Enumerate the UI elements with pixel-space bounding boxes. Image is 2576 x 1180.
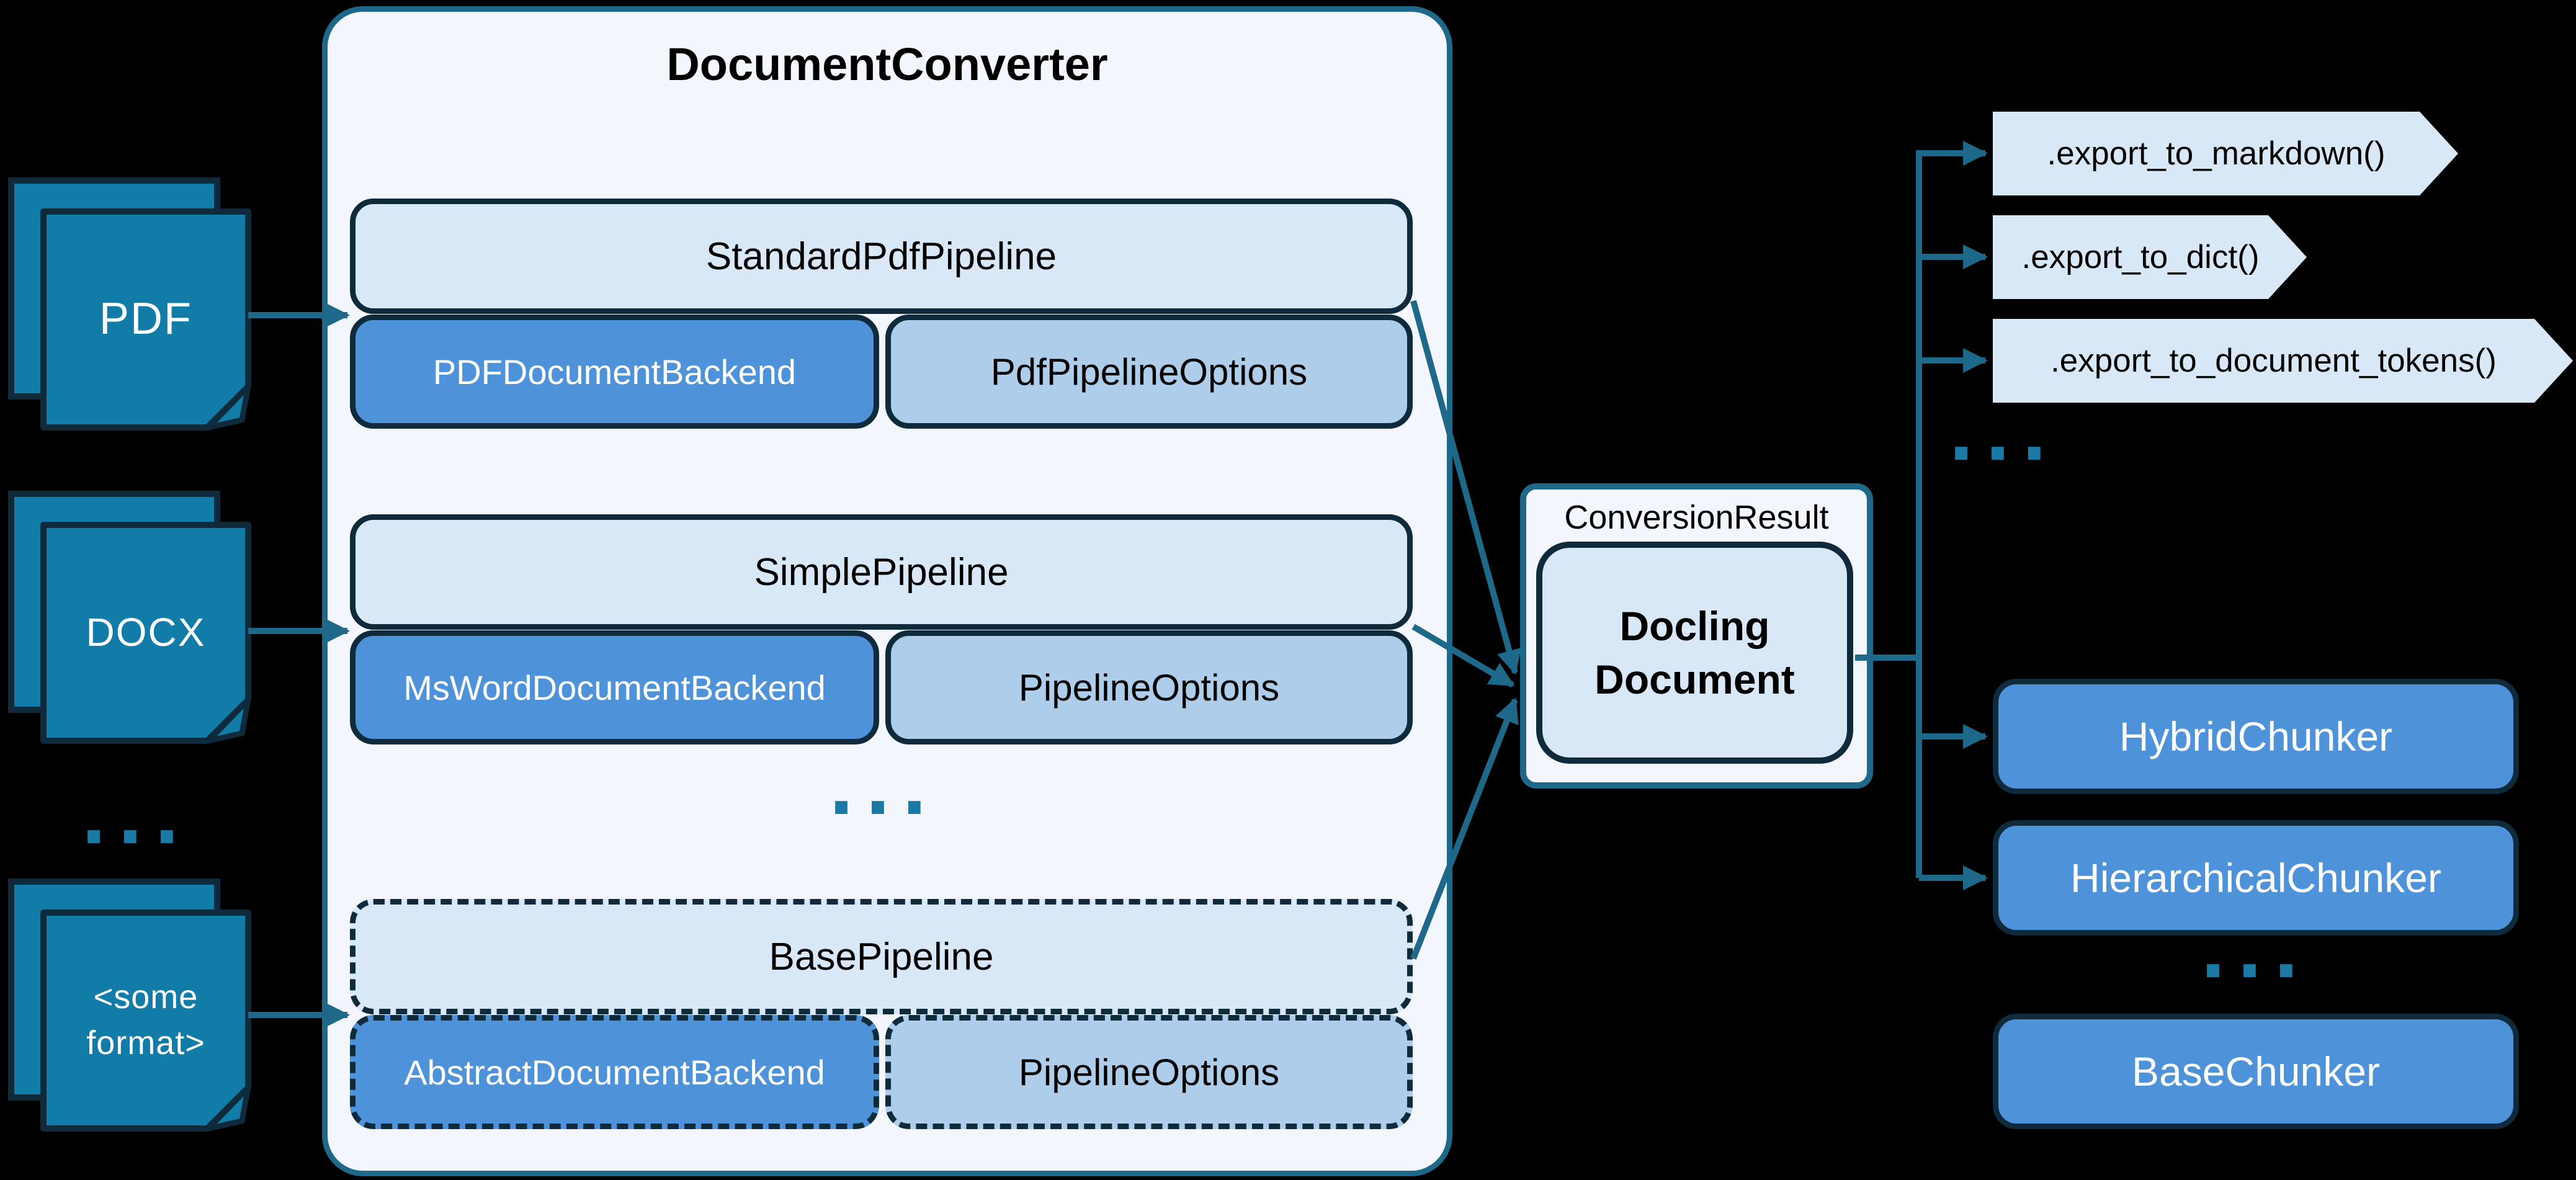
export-label: .export_to_dict() xyxy=(2021,239,2260,275)
chunker-box-hybridchunker: HybridChunker xyxy=(1993,679,2519,794)
options-label: PipelineOptions xyxy=(1018,1051,1280,1093)
chunkers-ellipsis: ... xyxy=(2201,898,2311,996)
options-label: PdfPipelineOptions xyxy=(990,351,1308,393)
pipeline-box-standardpdfpipeline: StandardPdfPipeline xyxy=(350,199,1413,314)
input-doc-someformat: <some format> xyxy=(6,878,267,1145)
pipeline-label: SimplePipeline xyxy=(754,550,1009,594)
backend-box-abstractdocumentbackend: AbstractDocumentBackend xyxy=(350,1015,879,1129)
pipeline-box-basepipeline: BasePipeline xyxy=(350,899,1413,1014)
input-doc-pdf-label: PDF xyxy=(99,294,192,344)
input-doc-docx: DOCX xyxy=(6,490,267,757)
backend-box-pdfdocumentbackend: PDFDocumentBackend xyxy=(350,315,879,429)
chunker-box-hierarchicalchunker: HierarchicalChunker xyxy=(1993,820,2519,936)
export-flag-document-tokens: .export_to_document_tokens() xyxy=(1993,319,2573,403)
docling-document-line1: Docling xyxy=(1619,603,1770,649)
chunker-box-basechunker: BaseChunker xyxy=(1993,1014,2519,1129)
document-stack-icon xyxy=(8,177,251,431)
chunker-label: BaseChunker xyxy=(2132,1048,2380,1094)
input-doc-someformat-line2: format> xyxy=(86,1024,205,1062)
pipeline-label: StandardPdfPipeline xyxy=(705,235,1057,278)
chunker-label: HierarchicalChunker xyxy=(2070,855,2441,901)
docling-document-box: Docling Document xyxy=(1536,542,1853,764)
options-box-pipelineoptions-base: PipelineOptions xyxy=(885,1015,1413,1129)
options-box-pdfpipelineoptions: PdfPipelineOptions xyxy=(885,315,1413,429)
pipelines-ellipsis: ... xyxy=(829,735,939,833)
export-flag-dict: .export_to_dict() xyxy=(1993,215,2307,299)
exports-ellipsis: ... xyxy=(1949,381,2059,478)
options-label: PipelineOptions xyxy=(1018,666,1280,708)
input-doc-docx-label: DOCX xyxy=(86,610,206,655)
input-doc-someformat-line1: <some xyxy=(93,978,199,1016)
input-doc-pdf: PDF xyxy=(6,177,267,444)
pipeline-box-simplepipeline: SimplePipeline xyxy=(350,514,1413,630)
export-label: .export_to_markdown() xyxy=(2047,135,2386,172)
inputs-ellipsis: ... xyxy=(81,764,192,862)
pipeline-label: BasePipeline xyxy=(769,935,994,978)
chunker-label: HybridChunker xyxy=(2119,713,2393,759)
backend-label: MsWordDocumentBackend xyxy=(403,668,826,707)
conversion-result-panel: ConversionResult Docling Document xyxy=(1520,483,1873,789)
options-box-pipelineoptions: PipelineOptions xyxy=(885,630,1413,744)
document-converter-title: DocumentConverter xyxy=(666,38,1108,90)
backend-label: PDFDocumentBackend xyxy=(432,352,797,391)
docling-document-line2: Document xyxy=(1594,656,1795,702)
input-doc-someformat-label: <some format> xyxy=(43,913,248,1127)
backend-label: AbstractDocumentBackend xyxy=(404,1052,825,1092)
backend-box-mswoddocumentbackend: MsWordDocumentBackend xyxy=(350,630,879,744)
document-stack-icon xyxy=(8,491,251,744)
document-converter-panel: DocumentConverter StandardPdfPipeline PD… xyxy=(322,6,1452,1176)
conversion-result-title: ConversionResult xyxy=(1564,499,1829,536)
document-stack-icon xyxy=(8,878,251,1132)
export-flag-markdown: .export_to_markdown() xyxy=(1993,112,2458,195)
export-label: .export_to_document_tokens() xyxy=(2051,342,2497,379)
